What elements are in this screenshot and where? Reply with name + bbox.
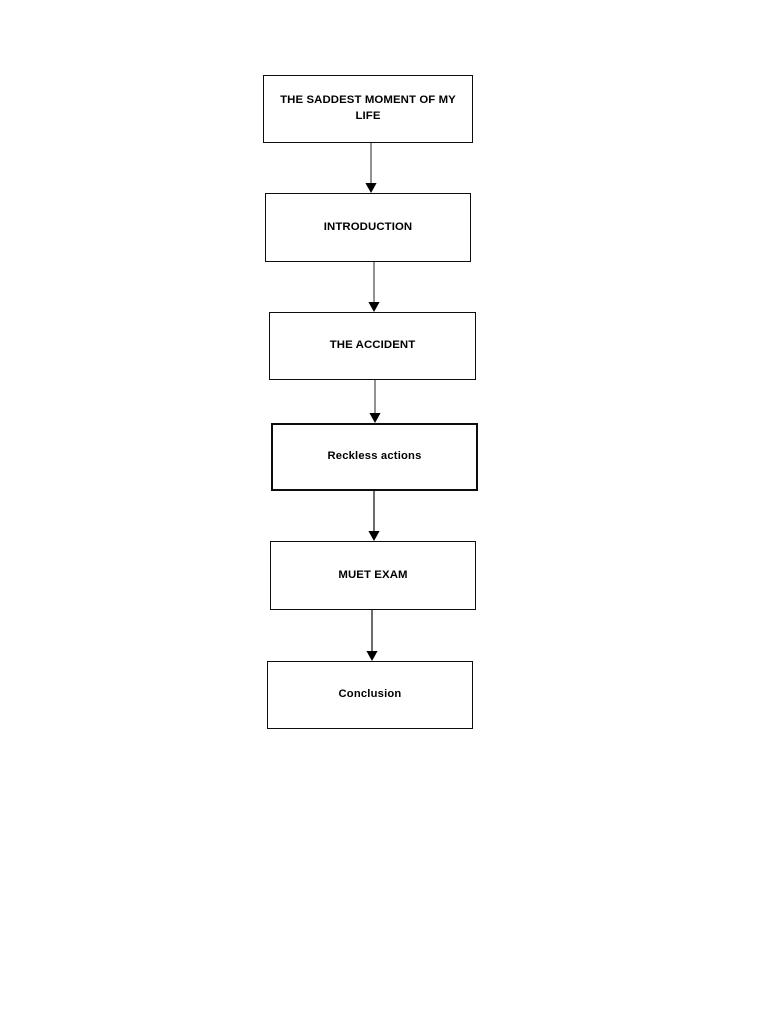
flow-node-conclusion-label: Conclusion (338, 688, 402, 701)
flow-node-muet-exam[interactable]: MUET EXAM (270, 541, 476, 610)
flow-node-conclusion[interactable]: Conclusion (267, 661, 473, 729)
flow-connector-1 (360, 143, 384, 193)
flow-node-muet-exam-label: MUET EXAM (338, 568, 408, 581)
flow-connector-4 (363, 491, 387, 541)
flow-node-title[interactable]: THE SADDEST MOMENT OF MY LIFE (263, 75, 473, 143)
flow-node-title-label: THE SADDEST MOMENT OF MY LIFE (280, 94, 456, 122)
flow-node-introduction[interactable]: INTRODUCTION (265, 193, 471, 262)
flow-connector-2 (363, 262, 387, 312)
flow-connector-3 (364, 380, 388, 423)
flow-node-the-accident-label: THE ACCIDENT (329, 339, 416, 352)
flow-connector-5 (361, 610, 385, 661)
flow-node-reckless-actions[interactable]: Reckless actions (271, 423, 478, 491)
flow-node-reckless-actions-label: Reckless actions (327, 450, 422, 463)
flow-node-the-accident[interactable]: THE ACCIDENT (269, 312, 476, 380)
flow-node-introduction-label: INTRODUCTION (323, 220, 413, 233)
